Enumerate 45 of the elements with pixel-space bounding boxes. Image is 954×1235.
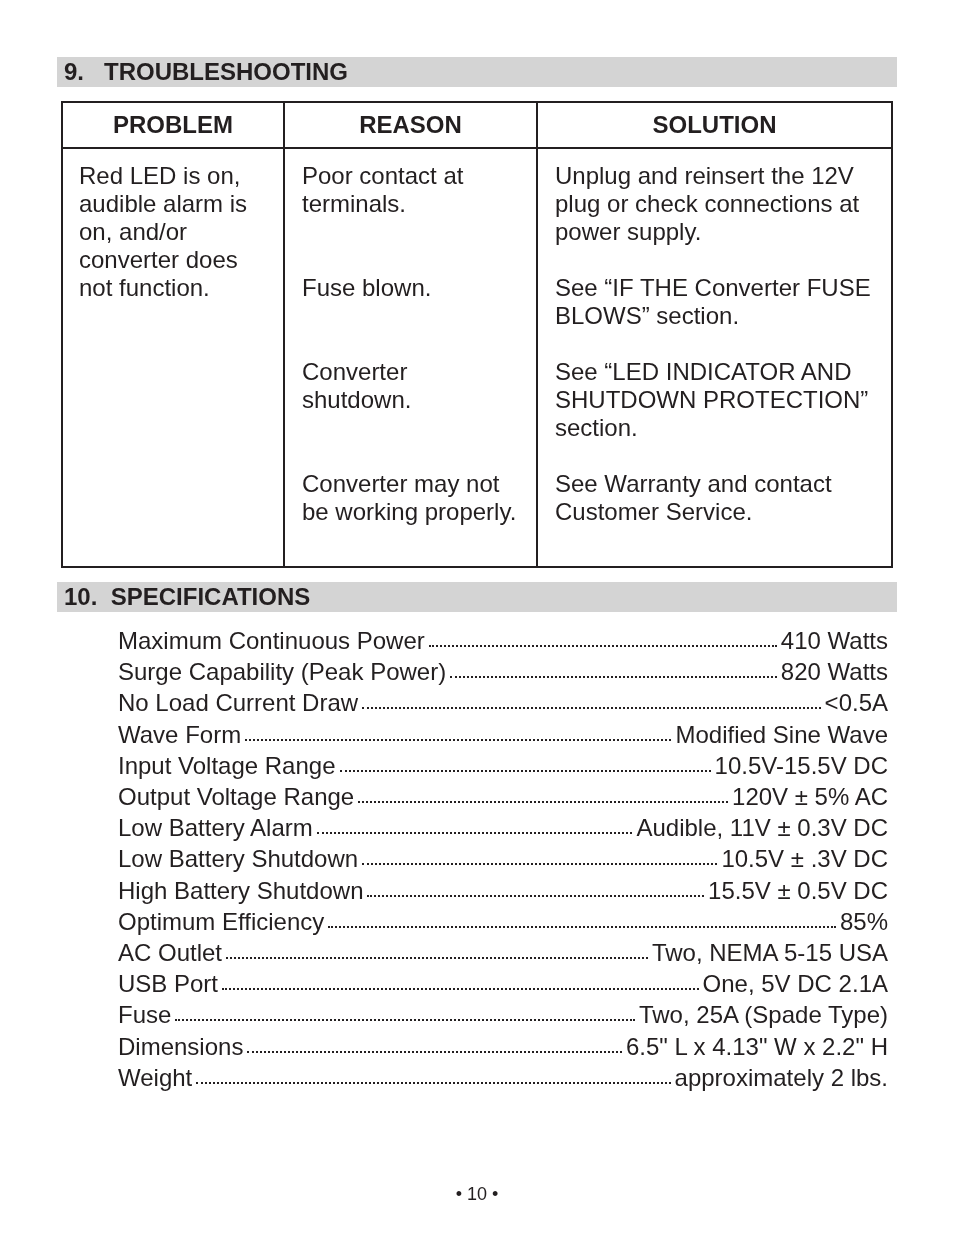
column-header: REASON [358,111,463,139]
column-header: PROBLEM [112,111,234,139]
spec-name: No Load Current Draw [118,688,359,719]
spec-name: Dimensions [118,1031,244,1062]
problem-text: Red LED is on, audible alarm is on, and/or converter does not function. [79,162,249,302]
section-heading: 9. TROUBLESHOOTING [57,57,897,87]
spec-name: Surge Capability (Peak Power) [118,657,447,688]
spec-value: Two, NEMA 5-15 USA [651,938,888,968]
solution-text: See Warranty and contact Customer Service. [555,470,833,526]
section-heading: 10. SPECIFICATIONS [57,582,897,612]
spec-value: 10.5V-15.5V DC [714,750,888,781]
spec-name: Low Battery Shutdown [118,844,359,875]
spec-value: 120V ± 5% AC [732,782,888,812]
spec-value: 85% [839,906,888,937]
page-number: • 10 • [454,1183,500,1206]
reason-text: Converter shutdown. [302,358,413,414]
reason-text: Poor contact at terminals. [302,162,465,218]
spec-value: 410 Watts [780,626,888,656]
spec-name: Fuse [118,1000,172,1031]
spec-name: Wave Form [118,719,242,750]
spec-name: Maximum Continuous Power [118,626,425,656]
spec-value: 15.5V ± 0.5V DC [708,875,888,906]
spec-name: Output Voltage Range [118,782,355,812]
solution-text: See “IF THE Converter FUSE BLOWS” section. [555,274,872,330]
spec-value: 10.5V ± .3V DC [721,844,888,875]
spec-value: approximately 2 lbs. [674,1062,888,1093]
spec-value: One, 5V DC 2.1A [702,969,888,1000]
solution-text: See “LED INDICATOR AND SHUTDOWN PROTECTION” section. [555,358,870,442]
solution-text: Unplug and reinsert the 12V plug or check connections at power supply. [555,162,861,246]
reason-text: Converter may not be working properly. [302,470,518,526]
spec-value: Modified Sine Wave [675,719,888,750]
spec-name: Optimum Efficiency [118,906,325,937]
reason-text: Fuse blown. [302,274,433,302]
spec-value: <0.5A [824,688,888,719]
spec-name: AC Outlet [118,938,223,968]
spec-value: Two, 25A (Spade Type) [638,1000,888,1031]
spec-value: Audible, 11V ± 0.3V DC [636,813,888,844]
spec-value: 6.5" L x 4.13" W x 2.2" H [625,1031,888,1062]
spec-name: Low Battery Alarm [118,813,313,844]
spec-name: Input Voltage Range [118,750,336,781]
column-header: SOLUTION [651,111,778,139]
spec-name: Weight [118,1062,193,1093]
spec-name: High Battery Shutdown [118,875,364,906]
spec-name: USB Port [118,969,219,1000]
spec-value: 820 Watts [780,657,888,688]
